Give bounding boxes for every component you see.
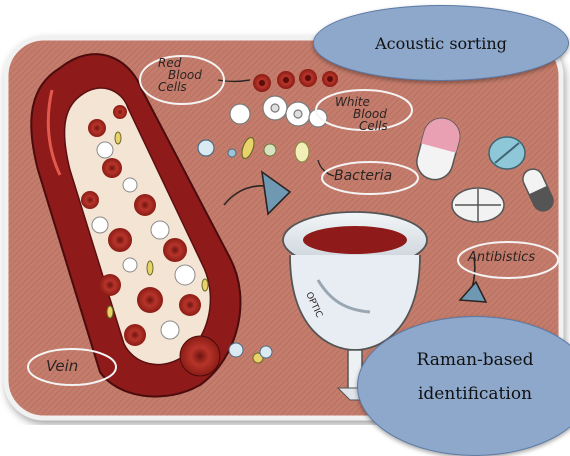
antibiotics-label: Antibistics xyxy=(468,250,535,265)
red-blood-cells-label: Red Blood Cells xyxy=(158,57,202,93)
vein-label: Vein xyxy=(46,357,78,375)
illustration: Red Blood Cells White Blood Cells Bacter… xyxy=(0,0,570,425)
white-blood-cells-label: White Blood Cells xyxy=(335,96,388,132)
raman-line-1: Raman-based xyxy=(417,343,534,377)
acoustic-sorting-text: Acoustic sorting xyxy=(375,34,507,53)
raman-identification-bubble: Raman-based identification xyxy=(357,316,570,456)
raman-line-2: identification xyxy=(418,377,532,411)
acoustic-sorting-bubble: Acoustic sorting xyxy=(313,5,569,81)
bacteria-label: Bacteria xyxy=(334,168,392,184)
